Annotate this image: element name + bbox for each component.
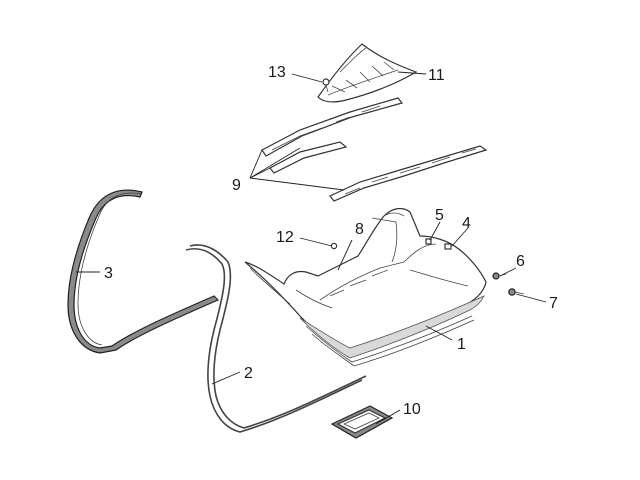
part-3-channel-rail [67, 189, 220, 354]
callout-12: 12 [276, 229, 294, 246]
callout-10: 10 [403, 401, 421, 418]
callout-2: 2 [244, 365, 253, 382]
part-4-clip [444, 243, 452, 250]
callout-11: 11 [428, 67, 445, 84]
part-12-screw [330, 242, 338, 250]
callout-3: 3 [104, 265, 113, 282]
callout-labels: 1 2 3 4 5 6 7 8 9 10 11 12 13 [104, 64, 558, 418]
callout-6: 6 [516, 253, 525, 270]
part-2-trim-strip [185, 244, 367, 433]
callout-4: 4 [462, 215, 471, 232]
part-13-screw [322, 78, 330, 93]
part-9-brackets [261, 97, 488, 202]
part-1-floor-panel [244, 207, 487, 367]
callout-13: 13 [268, 64, 286, 81]
part-11-top-cover [317, 43, 418, 103]
callout-7: 7 [549, 295, 558, 312]
leader-lines [76, 71, 547, 425]
callout-9: 9 [232, 177, 241, 194]
part-7-bolt [508, 288, 525, 296]
part-5-clip [425, 238, 432, 245]
callout-8: 8 [355, 221, 364, 238]
callout-1: 1 [457, 336, 466, 353]
callout-5: 5 [435, 207, 444, 224]
part-10-tray [330, 405, 394, 439]
